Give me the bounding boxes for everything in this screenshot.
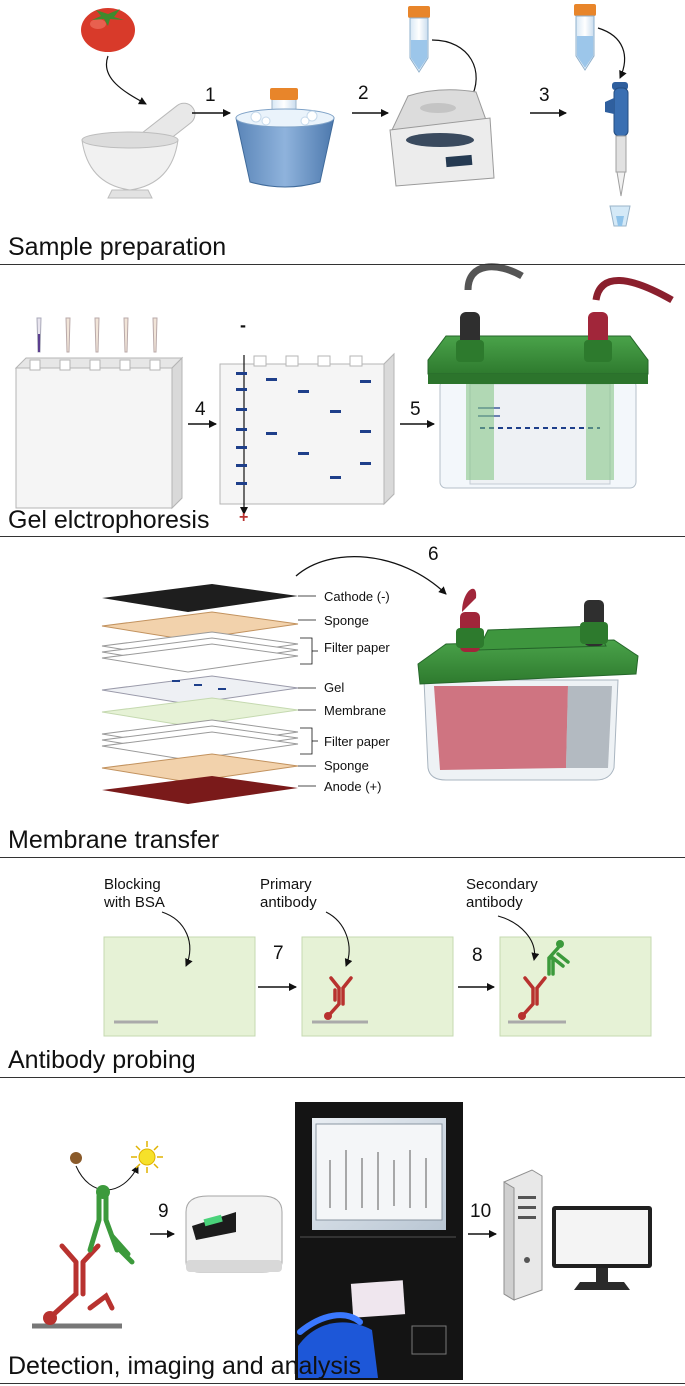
membrane-blocking — [103, 936, 256, 1037]
step-number-7: 7 — [273, 943, 284, 964]
primary-antibody-icon-2 — [518, 976, 547, 1020]
arrow-tube-to-pipette — [597, 27, 627, 79]
section-divider — [0, 1077, 685, 1078]
label-blocking-line2: with BSA — [104, 894, 165, 911]
section-title-gel-electrophoresis: Gel elctrophoresis — [8, 506, 210, 534]
label-secondary-line1: Secondary — [466, 876, 538, 893]
step-number-6: 6 — [428, 544, 439, 565]
conical-tube-icon — [408, 6, 430, 73]
pipette-icon — [605, 82, 631, 227]
section-divider — [0, 857, 685, 858]
label-filter-paper-top: Filter paper — [324, 640, 390, 655]
step-number-4: 4 — [195, 399, 206, 420]
electrophoresis-tank-icon — [427, 263, 674, 489]
label-primary-line1: Primary — [260, 876, 312, 893]
section-divider — [0, 264, 685, 265]
ice-bucket-icon — [235, 88, 335, 188]
step-number-9: 9 — [158, 1201, 169, 1222]
label-filter-paper-bottom: Filter paper — [324, 734, 390, 749]
step-number-5: 5 — [410, 399, 421, 420]
label-blocking-line1: Blocking — [104, 876, 161, 893]
label-primary-line2: antibody — [260, 894, 317, 911]
gel-bands — [236, 372, 371, 485]
label-anode: Anode (+) — [324, 779, 382, 794]
imaging-screen-photo — [295, 1102, 463, 1380]
gel-positive-pole: + — [239, 509, 249, 526]
membrane-secondary — [499, 936, 652, 1037]
section-title-antibody-probing: Antibody probing — [8, 1046, 196, 1074]
detection-antibodies — [32, 1141, 163, 1329]
section-title-sample-preparation: Sample preparation — [8, 233, 227, 261]
label-gel: Gel — [324, 680, 345, 695]
centrifuge-icon — [389, 89, 495, 187]
mortar-pestle-icon — [81, 102, 196, 199]
tomato-icon — [81, 8, 135, 52]
label-blocking: Blocking with BSA — [104, 876, 165, 912]
label-sponge-top: Sponge — [324, 613, 369, 628]
arrow-tomato-to-mortar — [105, 55, 147, 105]
label-membrane: Membrane — [324, 703, 387, 718]
imager-device-icon — [185, 1195, 283, 1273]
loading-tips — [36, 317, 158, 353]
primary-antibody-icon — [324, 976, 353, 1020]
label-sponge-bottom: Sponge — [324, 758, 369, 773]
gel-negative-pole: - — [240, 315, 246, 335]
step-number-3: 3 — [539, 85, 550, 106]
arrow-secondary — [497, 915, 540, 961]
label-cathode: Cathode (-) — [324, 589, 390, 604]
step-number-2: 2 — [358, 83, 369, 104]
arrow-blocking — [161, 911, 193, 967]
section-title-detection: Detection, imaging and analysis — [8, 1352, 361, 1380]
step-number-10: 10 — [470, 1201, 492, 1222]
step-number-8: 8 — [472, 945, 483, 966]
arrow-primary — [325, 911, 353, 967]
step-number-1: 1 — [205, 85, 216, 106]
secondary-antibody-icon — [547, 940, 570, 976]
conical-tube-icon-2 — [574, 4, 596, 71]
arrow-tube-to-centrifuge — [431, 39, 477, 101]
section-divider — [0, 1383, 685, 1384]
section-divider — [0, 536, 685, 537]
transfer-stack — [101, 584, 318, 804]
running-gel — [219, 352, 395, 515]
light-signal-icon — [131, 1141, 163, 1173]
label-secondary-line2: antibody — [466, 894, 523, 911]
section-title-membrane-transfer: Membrane transfer — [8, 826, 220, 854]
label-secondary: Secondary antibody — [466, 876, 538, 912]
computer-icon — [503, 1169, 652, 1301]
transfer-tank-icon — [417, 588, 639, 781]
arrow-step-6 — [295, 555, 447, 595]
label-primary: Primary antibody — [260, 876, 317, 912]
gel-loading-group — [14, 317, 184, 510]
